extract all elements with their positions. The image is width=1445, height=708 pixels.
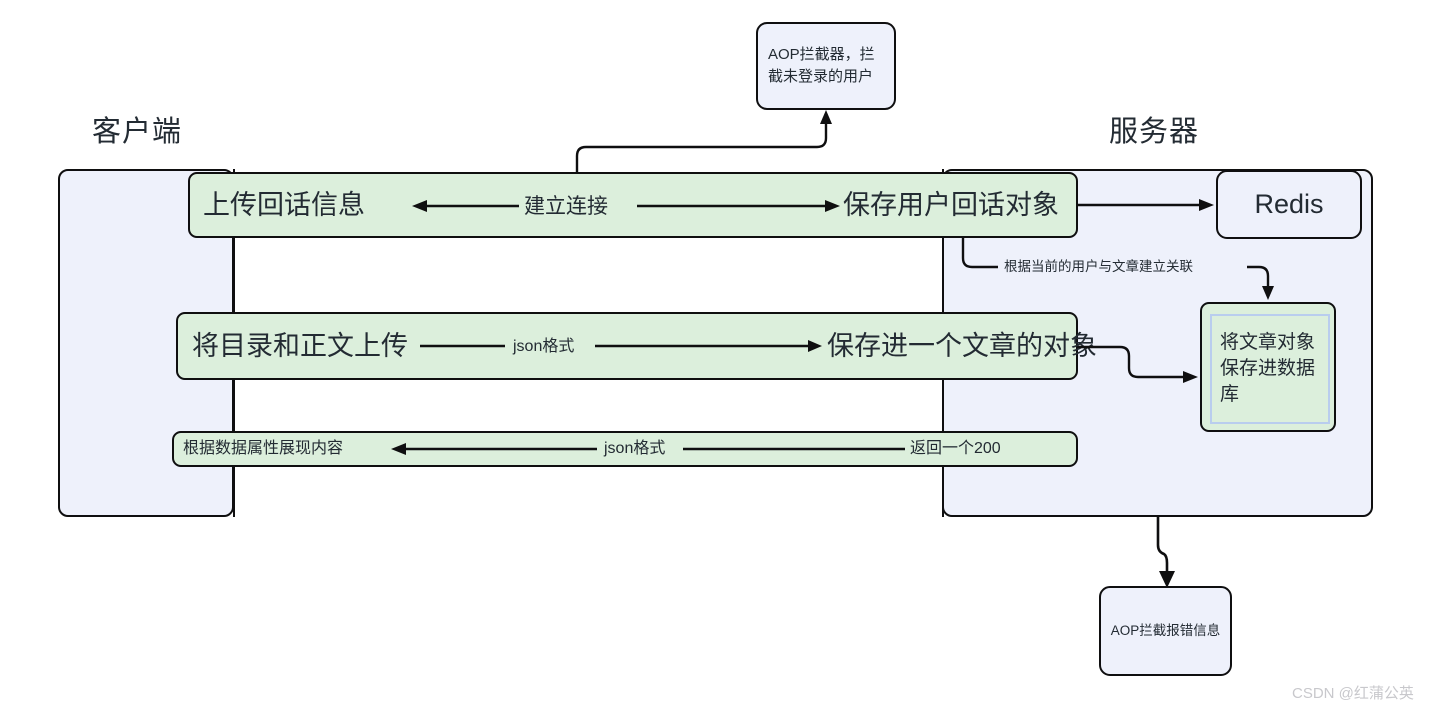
note-aop-error-text: AOP拦截报错信息 bbox=[1110, 623, 1221, 639]
row-1-right-label: 保存用户回话对象 bbox=[843, 190, 1059, 220]
row-3-message-label: json格式 bbox=[604, 440, 666, 457]
participant-title-client: 客户端 bbox=[92, 116, 183, 148]
row-1-activation bbox=[188, 172, 1078, 238]
row-2-message-label: json格式 bbox=[513, 338, 575, 355]
connector-association-label: 根据当前的用户与文章建立关联 bbox=[1004, 259, 1193, 274]
watermark: CSDN @红蒲公英 bbox=[1292, 685, 1414, 702]
node-database-label: 将文章对象保存进数据库 bbox=[1220, 331, 1316, 406]
row-1-left-label: 上传回话信息 bbox=[203, 190, 365, 220]
node-database-inner: 将文章对象保存进数据库 bbox=[1210, 314, 1330, 424]
node-redis: Redis bbox=[1216, 170, 1362, 239]
row-2-left-label: 将目录和正文上传 bbox=[192, 331, 408, 361]
row-3-left-label: 根据数据属性展现内容 bbox=[183, 440, 344, 457]
row-3-activation bbox=[172, 431, 1078, 467]
participant-title-server: 服务器 bbox=[1109, 116, 1200, 148]
node-database: 将文章对象保存进数据库 bbox=[1200, 302, 1336, 432]
note-aop-error: AOP拦截报错信息 bbox=[1099, 586, 1232, 676]
node-redis-label: Redis bbox=[1254, 189, 1324, 219]
row-3-right-label: 返回一个200 bbox=[910, 440, 1001, 457]
row-1-message-label: 建立连接 bbox=[524, 195, 608, 218]
row-2-right-label: 保存进一个文章的对象 bbox=[827, 331, 1097, 361]
note-aop-login-text: AOP拦截器，拦截未登录的用户 bbox=[768, 46, 875, 85]
note-aop-login: AOP拦截器，拦截未登录的用户 bbox=[756, 22, 896, 110]
